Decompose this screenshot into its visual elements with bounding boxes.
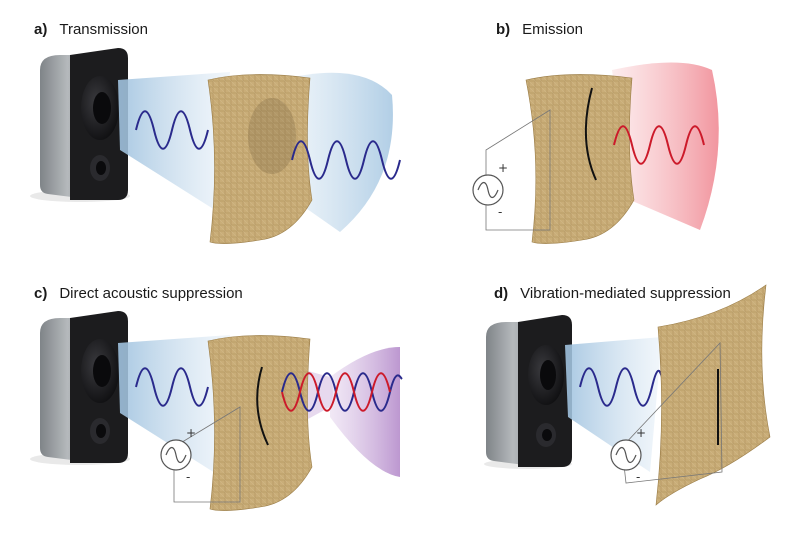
fabric-membrane-icon [525,74,635,244]
incident-wave [135,110,209,150]
speaker-icon [30,48,130,202]
emitted-wave [613,125,705,165]
panel-title-text: Vibration-mediated suppression [520,285,731,302]
panel-title-text: Transmission [59,21,148,38]
panel-letter: a) [34,21,48,38]
incident-wave-through [281,372,403,412]
minus-sign: - [498,205,502,219]
circuit-wire [621,342,723,484]
panel-title: a) Transmission [34,21,148,38]
panel-title: d) Vibration-mediated suppression [494,285,731,302]
vibration-suppression-illustration: + - [484,284,771,506]
transmission-illustration [30,48,401,244]
transmitted-wave [291,140,401,180]
panel-title: b) Emission [496,21,583,38]
ac-source-icon: + - [472,161,508,219]
incident-wave [135,367,209,407]
plus-sign: + [498,161,508,175]
emitted-beam [612,62,719,230]
incident-beam [565,337,662,472]
anti-noise-wave [281,372,391,412]
panel-transmission: a) Transmission [0,0,401,267]
panel-letter: c) [34,285,48,302]
minus-sign: - [186,470,190,484]
minus-sign: - [636,470,640,484]
ac-source-icon: + - [610,426,646,484]
panel-letter: b) [496,21,511,38]
panel-title-text: Direct acoustic suppression [59,285,243,302]
circuit-wire [173,406,241,503]
conductive-fiber [256,366,269,446]
fabric-membrane-icon [655,284,771,506]
panel-title: c) Direct acoustic suppression [34,285,243,302]
fabric-membrane-icon [207,74,313,244]
direct-suppression-illustration: + - [30,311,403,511]
panel-title-text: Emission [522,21,584,38]
speaker-icon [30,311,130,465]
speaker-icon [484,315,572,469]
panel-emission: b) Emission + - [400,0,800,267]
emission-illustration: + - [472,62,719,244]
plus-sign: + [186,426,196,440]
panel-vibration-mediated-suppression: d) Vibration-mediated suppression + - [400,267,800,534]
suppressed-beam [330,347,400,477]
ac-source-icon: + - [160,426,196,484]
panel-direct-acoustic-suppression: c) Direct acoustic suppression + - [0,267,403,534]
panel-letter: d) [494,285,509,302]
plus-sign: + [636,426,646,440]
incident-beam [118,72,230,210]
conductive-fiber [584,87,597,181]
incident-wave [579,367,663,407]
